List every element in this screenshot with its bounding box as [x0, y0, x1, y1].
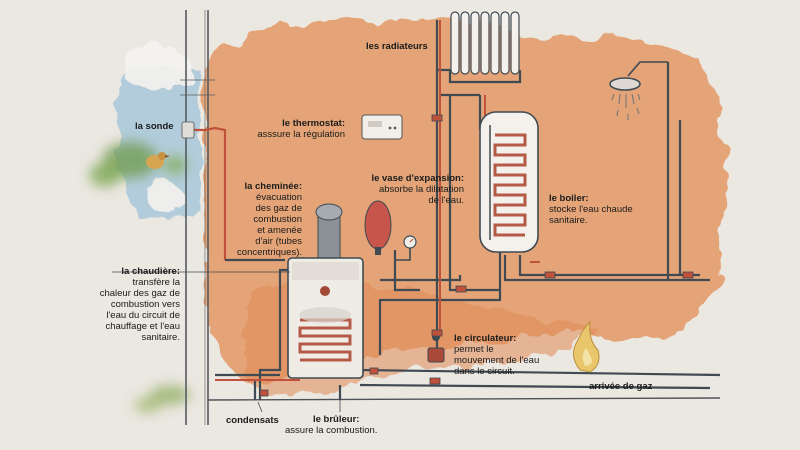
label-boiler-tank-title: le boiler: — [549, 193, 589, 204]
label-expansion-line: absorbe la dilatation — [378, 184, 464, 195]
foliage-blob — [89, 163, 121, 187]
label-burner-desc: assure la combustion. — [285, 425, 378, 436]
label-boiler-line: l'eau du circuit de — [106, 310, 180, 321]
hot-water-tank — [479, 111, 539, 253]
exterior-wall — [180, 10, 215, 425]
bird-head — [158, 152, 166, 160]
foliage-blob — [163, 156, 187, 174]
pressure-gauge-icon — [403, 235, 417, 249]
sky-patch — [117, 66, 200, 222]
label-boiler-line: chaleur des gaz de — [99, 288, 180, 299]
label-gas-title: arrivée de gaz — [589, 381, 653, 392]
boiler-unit — [287, 257, 364, 379]
label-circulator-line: permet le — [454, 344, 494, 355]
label-chimney-line: concentriques). — [237, 247, 302, 258]
foliage — [89, 142, 190, 413]
outside-sky — [117, 41, 200, 222]
label-boiler-line: transfère la — [132, 277, 180, 288]
floor-line — [207, 397, 721, 401]
label-boiler-tank-line: stocke l'eau chaude — [549, 204, 633, 215]
label-thermostat-desc: asssure la régulation — [257, 129, 345, 140]
chimney — [315, 203, 343, 266]
thermostat-device — [361, 114, 403, 140]
label-expansion-title: le vase d'expansion: — [371, 173, 464, 184]
probe-housing — [181, 121, 195, 139]
label-expansion-line: de l'eau. — [428, 195, 464, 206]
foliage-blob — [150, 385, 190, 405]
label-chimney-line: combustion — [253, 214, 302, 225]
label-thermostat-title: le thermostat: — [282, 118, 345, 129]
label-boiler-tank-line: sanitaire. — [549, 215, 588, 226]
label-radiators: les radiateurs — [366, 41, 428, 52]
boiler-coil — [298, 318, 352, 362]
label-chimney: la cheminée: évacuation des gaz de combu… — [237, 181, 302, 258]
label-probe: la sonde — [135, 121, 174, 132]
label-chimney-line: d'air (tubes — [255, 236, 302, 247]
label-circulator-line: dans le circuit. — [454, 366, 515, 377]
label-circulator: le circulateur: permet le mouvement de l… — [454, 333, 539, 377]
label-boiler-line: chauffage et l'eau — [105, 321, 180, 332]
label-condensate-title: condensats — [226, 415, 279, 426]
label-chimney-line: des gaz de — [255, 203, 302, 214]
label-expansion-vessel: le vase d'expansion: absorbe la dilatati… — [371, 173, 464, 206]
label-circulator-line: mouvement de l'eau — [454, 355, 540, 366]
pointer-lines — [112, 271, 341, 413]
foliage-blob — [134, 397, 162, 413]
label-probe-title: la sonde — [135, 121, 174, 132]
label-circulator-title: le circulateur: — [454, 333, 517, 344]
shower-icon — [609, 61, 668, 120]
cloud — [150, 181, 184, 217]
label-boiler-line: sanitaire. — [141, 332, 180, 343]
valves — [259, 114, 694, 397]
label-radiators-title: les radiateurs — [366, 41, 428, 52]
bird-beak — [165, 155, 170, 158]
label-chimney-line: évacuation — [256, 192, 302, 203]
label-thermostat: le thermostat: asssure la régulation — [257, 118, 345, 140]
label-gas: arrivée de gaz — [589, 381, 652, 392]
flame-icon — [573, 320, 600, 373]
label-chimney-line: et amenée — [257, 225, 302, 236]
label-condensate: condensats — [226, 415, 279, 426]
pipe-accents — [215, 20, 540, 381]
radiator — [450, 11, 520, 75]
label-boiler: la chaudière: transfère la chaleur des g… — [100, 266, 180, 343]
outdoor-probe — [181, 121, 227, 260]
label-boiler-tank: le boiler: stocke l'eau chaude sanitaire… — [549, 193, 633, 226]
label-boiler-line: combustion vers — [110, 299, 180, 310]
label-chimney-title: la cheminée: — [244, 181, 302, 192]
bird-icon — [146, 152, 170, 169]
label-burner-title: le brûleur: — [313, 414, 360, 425]
label-burner: le brûleur: assure la combustion. — [285, 414, 377, 436]
probe-cable — [190, 126, 227, 260]
cloud — [128, 41, 192, 89]
expansion-vessel — [364, 200, 417, 261]
label-boiler-title: la chaudière: — [121, 266, 180, 277]
heating-coil — [493, 133, 527, 237]
